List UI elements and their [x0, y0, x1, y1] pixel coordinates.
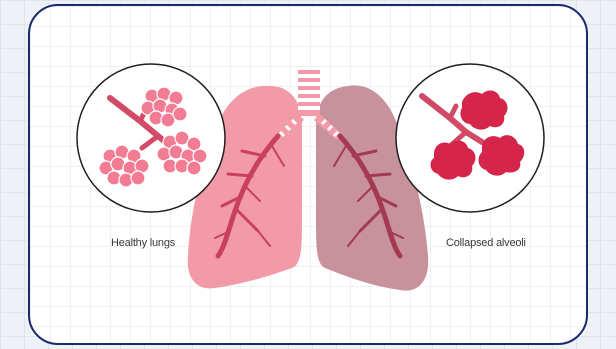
lung-diagram: [30, 6, 586, 343]
lungs: [188, 70, 429, 291]
healthy-lungs-label: Healthy lungs: [111, 237, 175, 249]
healthy-alveoli-inset: [77, 64, 225, 212]
collapsed-alveoli-inset: [396, 64, 544, 212]
diagram-card: Healthy lungs Collapsed alveoli: [28, 4, 588, 345]
collapsed-alveoli-label: Collapsed alveoli: [446, 237, 526, 249]
